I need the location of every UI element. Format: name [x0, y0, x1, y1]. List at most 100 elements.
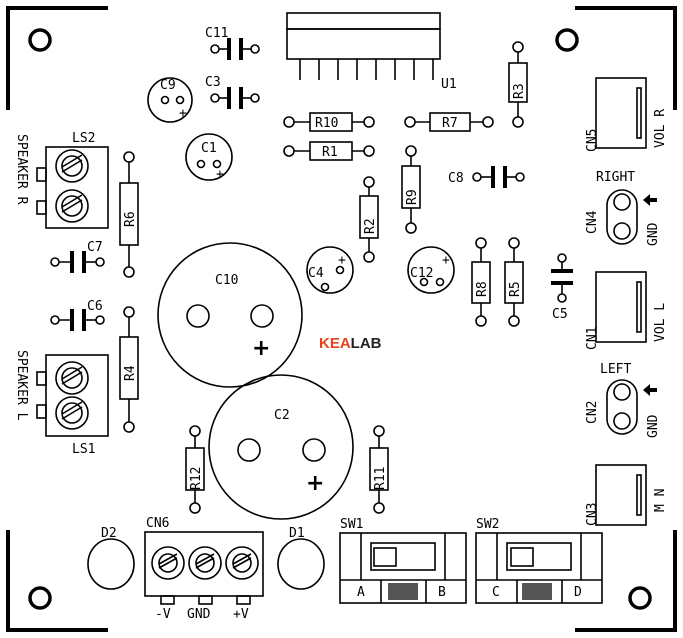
c5-label: C5 — [552, 307, 568, 322]
board-corners — [6, 6, 677, 632]
cn5-connector — [595, 77, 647, 149]
sw1-switch — [339, 532, 467, 604]
cn2-gnd-label: GND — [646, 414, 661, 438]
ls1-terminal — [36, 354, 109, 437]
r7-resistor — [404, 112, 494, 132]
c10-capacitor — [157, 242, 303, 388]
c10-plus: + — [252, 336, 270, 361]
c1-capacitor — [185, 133, 233, 181]
r9-resistor — [401, 145, 421, 234]
sw1-a: A — [357, 585, 365, 600]
c9-capacitor — [147, 77, 193, 123]
sw2-label: SW2 — [476, 517, 499, 532]
c2-plus: + — [306, 471, 324, 496]
cn6-plus-v: +V — [233, 607, 249, 622]
r6-resistor — [119, 151, 139, 278]
d1-led — [277, 538, 325, 590]
r5-resistor — [504, 237, 524, 327]
speaker-l-label: SPEAKER L — [14, 350, 29, 421]
cn4-label: CN4 — [585, 210, 600, 234]
cn4-gnd-label: GND — [646, 222, 661, 246]
c6-label: C6 — [87, 299, 103, 314]
sw1-b: B — [438, 585, 446, 600]
kealab-logo-lab: LAB — [351, 335, 382, 352]
cn6-label: CN6 — [146, 516, 169, 531]
cn6-minus-v: -V — [155, 607, 171, 622]
r8-resistor — [471, 237, 491, 327]
sw2-d: D — [574, 585, 582, 600]
sw2-switch — [475, 532, 603, 604]
r3-resistor — [508, 41, 528, 128]
c11-label: C11 — [205, 26, 228, 41]
u1-label: U1 — [441, 77, 457, 92]
r2-label: R2 — [363, 218, 378, 234]
r2-resistor — [359, 176, 379, 263]
cn1-label: CN1 — [585, 327, 600, 350]
kealab-logo: KEALAB — [319, 335, 382, 352]
c12-capacitor — [407, 246, 455, 294]
left-label: LEFT — [600, 362, 631, 377]
ls1-label: LS1 — [72, 442, 95, 457]
d1-label: D1 — [289, 526, 305, 541]
r11-label: R11 — [373, 467, 388, 490]
cn5-label: CN5 — [585, 129, 600, 152]
cn4-connector — [606, 189, 657, 245]
cn6-terminal — [144, 531, 264, 605]
r11-resistor — [369, 425, 389, 514]
r8-label: R8 — [475, 281, 490, 297]
c4-label: C4 — [308, 266, 324, 281]
r6-label: R6 — [123, 211, 138, 227]
r12-resistor — [185, 425, 205, 514]
c8-label: C8 — [448, 171, 464, 186]
c9-plus: + — [179, 106, 187, 121]
r10-resistor — [283, 112, 375, 132]
r3-label: R3 — [512, 83, 527, 99]
c6-capacitor — [50, 309, 105, 331]
c2-capacitor — [208, 374, 354, 520]
ls2-terminal — [36, 146, 109, 229]
vol-r-label: VOL R — [653, 109, 668, 148]
d2-led — [87, 538, 135, 590]
cn3-connector — [595, 464, 647, 526]
c3-capacitor — [210, 87, 260, 109]
cn6-gnd: GND — [187, 607, 211, 622]
r1-resistor — [283, 141, 375, 161]
r9-label: R9 — [405, 189, 420, 205]
c1-label: C1 — [201, 141, 217, 156]
r1-label: R1 — [322, 145, 338, 160]
ls2-label: LS2 — [72, 131, 95, 146]
c12-label: C12 — [410, 266, 433, 281]
c9-label: C9 — [160, 78, 176, 93]
c7-label: C7 — [87, 240, 103, 255]
speaker-r-label: SPEAKER R — [14, 134, 29, 205]
kealab-logo-kea: KEA — [319, 335, 351, 352]
r10-label: R10 — [315, 116, 338, 131]
cn3-label: CN3 — [585, 503, 600, 526]
c3-label: C3 — [205, 75, 221, 90]
c11-capacitor — [210, 38, 260, 60]
r5-label: R5 — [508, 281, 523, 297]
c5-capacitor — [551, 253, 573, 303]
right-label: RIGHT — [596, 170, 635, 185]
d2-label: D2 — [101, 526, 117, 541]
c8-capacitor — [472, 166, 525, 188]
cn3-mn-label: M N — [653, 489, 668, 512]
u1-ic — [286, 12, 441, 80]
sw2-c: C — [492, 585, 500, 600]
r7-label: R7 — [442, 116, 458, 131]
c1-plus: + — [216, 167, 224, 182]
c10-label: C10 — [215, 273, 238, 288]
r4-label: R4 — [123, 365, 138, 381]
r12-label: R12 — [189, 467, 204, 490]
c7-capacitor — [50, 251, 105, 273]
c4-capacitor — [306, 246, 354, 294]
cn2-label: CN2 — [585, 401, 600, 424]
vol-l-label: VOL L — [653, 303, 668, 342]
cn2-connector — [606, 379, 657, 435]
c12-plus: + — [442, 253, 450, 268]
mounting-holes — [28, 28, 652, 610]
c4-plus: + — [338, 253, 346, 268]
cn1-connector — [595, 271, 647, 343]
